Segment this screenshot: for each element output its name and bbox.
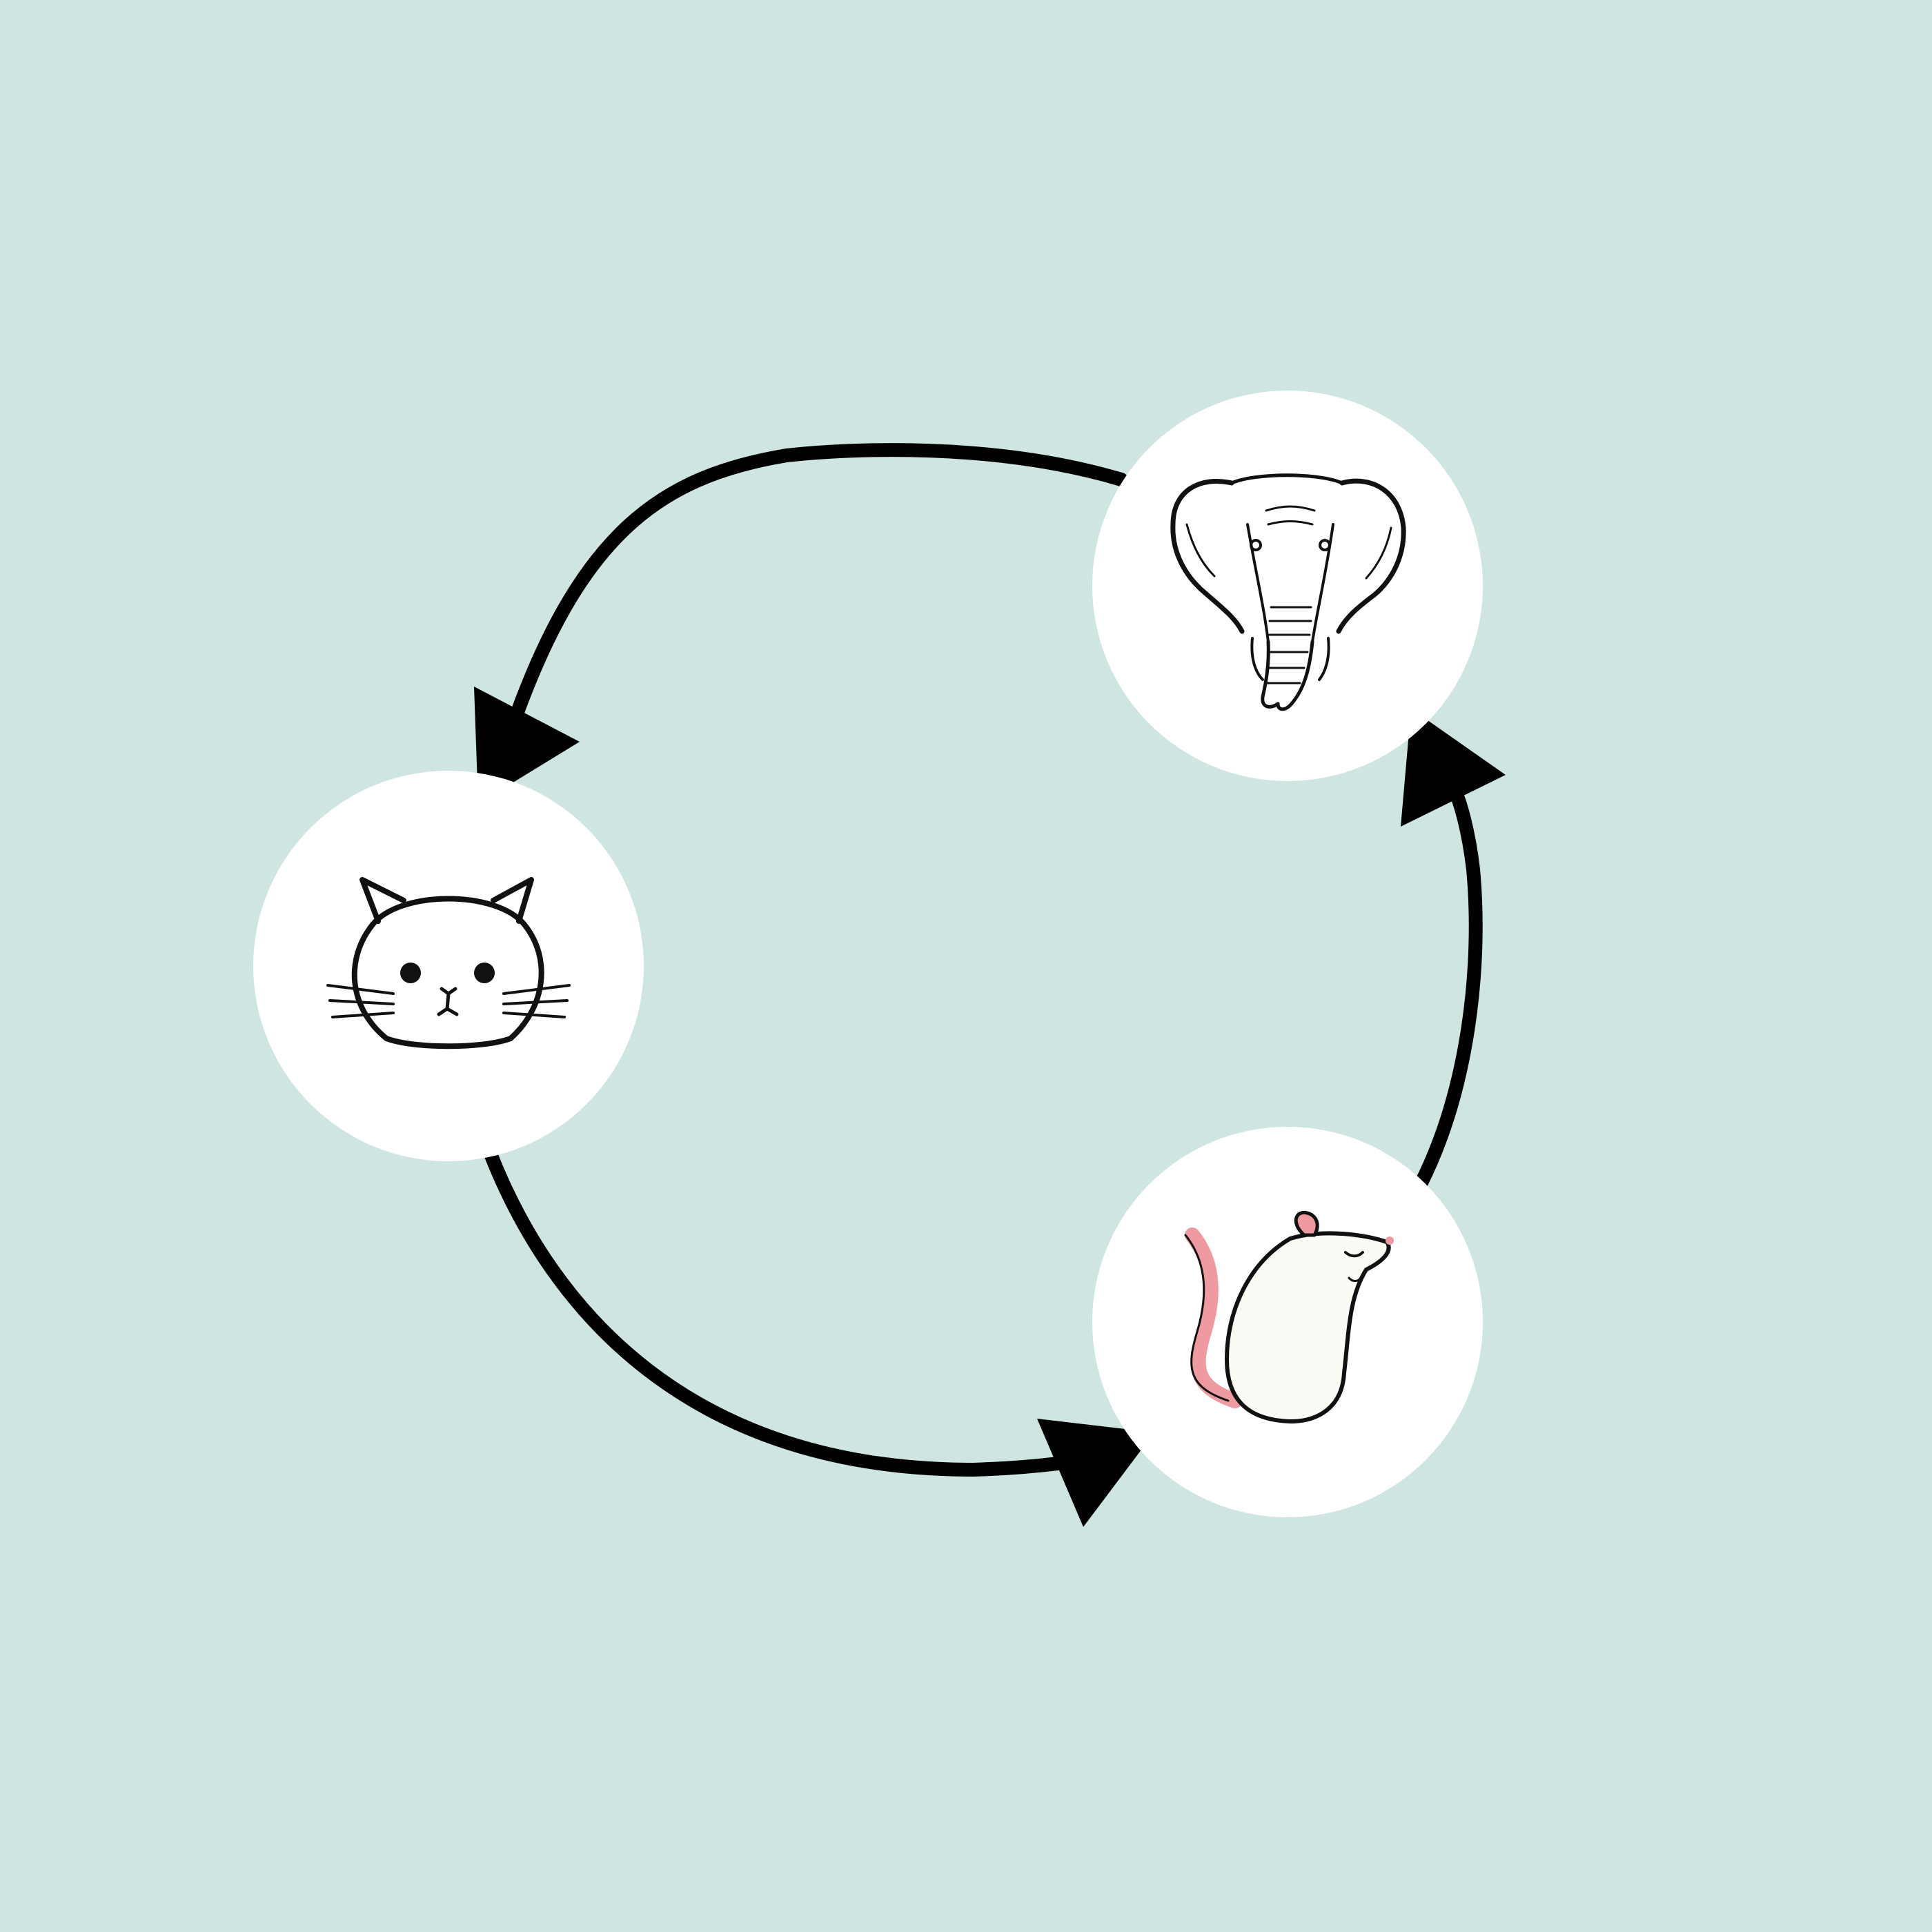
arrowhead-rat-to-elephant — [1401, 709, 1506, 827]
arrow-elephant-to-cat — [504, 443, 1128, 738]
edges — [474, 443, 1506, 1527]
elephant-icon — [1170, 473, 1406, 711]
rat-icon — [1184, 1210, 1394, 1423]
arrowhead-elephant-to-cat — [474, 687, 580, 804]
arrowhead-cat-to-rat — [1037, 1419, 1154, 1527]
node-cat-circle — [253, 771, 644, 1161]
cat-icon — [326, 877, 571, 1049]
arrow-cat-to-rat — [483, 1145, 1083, 1477]
arrow-rat-to-elephant — [1413, 787, 1483, 1192]
node-elephant — [1092, 391, 1483, 781]
node-rat — [1092, 1127, 1483, 1517]
node-cat — [253, 771, 644, 1161]
node-elephant-circle — [1092, 391, 1483, 781]
